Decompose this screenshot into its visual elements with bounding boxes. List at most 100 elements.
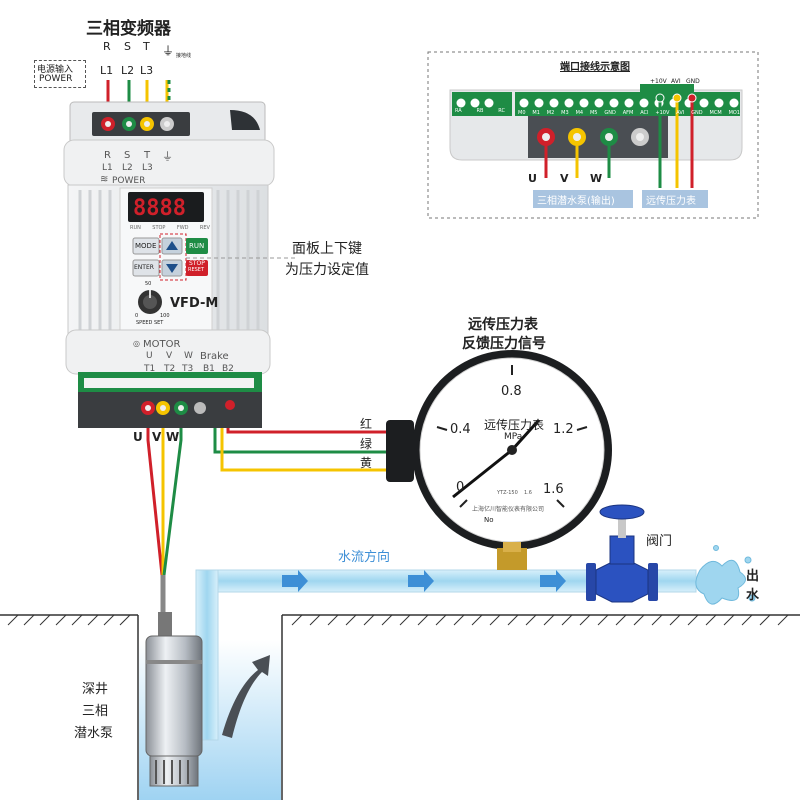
outlet-label-2: 水 (746, 588, 760, 603)
wire-label-red: 红 (360, 417, 373, 431)
ground-icon: ⏚ (162, 44, 175, 58)
motor-term-w: W (184, 351, 193, 361)
svg-text:8888: 8888 (133, 196, 186, 221)
inset-out-w: W (590, 172, 603, 185)
led-tag-rev: REV (199, 225, 210, 231)
vfd-keypad (132, 233, 208, 314)
gauge-maker: 上海亿川智能仪表有限公司 (472, 506, 545, 513)
input-terminal-s: S (124, 40, 131, 53)
inset-mid-terms: M0 M1 M2 M3 M4 M5 GND AFM ACI +10V AVI G… (518, 110, 740, 116)
ground-label: 接地线 (176, 53, 192, 59)
power-input-label: 电源输入 (37, 65, 74, 75)
vfd-terminal-r: R (104, 150, 111, 161)
led-tag-fwd: FWD (176, 225, 189, 231)
vfd-terminal-l2: L2 (122, 163, 133, 173)
up-arrow-icon (222, 655, 270, 738)
inset-term-10v: +10V (655, 110, 670, 116)
inset-pump-tag: 三相潜水泵(输出) (537, 196, 615, 207)
inset-term-m3: M3 (561, 110, 569, 116)
vfd-terminal-l3: L3 (142, 163, 153, 173)
reset-key: RESET (188, 267, 205, 273)
valve (586, 504, 658, 603)
gauge-tick-04: 0.4 (450, 422, 471, 437)
ground (0, 614, 800, 626)
power-input-sublabel: POWER (39, 74, 73, 84)
motor-term-t2: T2 (164, 364, 176, 374)
run-key: RUN (189, 242, 205, 250)
inset-term-mcm: MCM (709, 110, 722, 116)
vfd-power-label: POWER (112, 176, 146, 186)
pump-label-1: 深井 (82, 682, 109, 697)
stop-key: STOP (189, 260, 205, 267)
knob-top-label: 50 (145, 281, 152, 287)
vfd-power-icon: ≋ (100, 174, 109, 185)
wire-label-yellow: 黄 (360, 456, 373, 470)
wire-label-green: 绿 (360, 437, 373, 451)
inset-term-afm: AFM (622, 110, 634, 116)
inset-term-rc: RC (498, 108, 505, 114)
gauge-tick-16: 1.6 (543, 482, 564, 497)
gauge-unit: MPa (504, 432, 523, 442)
inset-term-gnd: GND (604, 110, 616, 116)
inset-out-v: V (560, 172, 569, 185)
gauge-note-line1: 远传压力表 (468, 317, 538, 333)
pump-label-3: 潜水泵 (74, 726, 114, 741)
input-terminal-l1: L1 (100, 64, 114, 77)
motor-icon: ◎ (133, 339, 140, 348)
inset-term-ra: RA (455, 108, 462, 114)
output-label-u: U (133, 430, 143, 444)
vfd-model: VFD-M (170, 296, 219, 311)
pump-label-2: 三相 (82, 704, 109, 719)
vfd-terminal-l1: L1 (102, 163, 113, 173)
vfd-ground-icon: ⏚ (162, 150, 173, 163)
gauge-tick-0: 0 (456, 480, 465, 495)
gauge-tick-08: 0.8 (501, 384, 522, 399)
input-terminal-t: T (143, 40, 150, 53)
inset-term-m1: M1 (532, 110, 540, 116)
motor-term-t1: T1 (144, 364, 156, 374)
panel-note-line2: 为压力设定值 (285, 262, 369, 278)
output-label-w: W (166, 430, 180, 444)
submersible-pump (145, 612, 203, 787)
inset-gauge-tag: 远传压力表 (646, 196, 696, 207)
mode-key: MODE (135, 242, 157, 250)
inset-term-aci: ACI (640, 110, 649, 116)
flow-label: 水流方向 (338, 550, 391, 565)
brake-label: Brake (200, 351, 229, 362)
panel-note-line1: 面板上下键 (292, 241, 362, 257)
brake-term-b1: B1 (203, 364, 215, 374)
output-label-v: V (152, 430, 162, 444)
motor-term-t3: T3 (182, 364, 194, 374)
pressure-gauge (386, 350, 612, 570)
knob-label: SPEED SET (136, 320, 164, 326)
input-terminal-l3: L3 (140, 64, 154, 77)
inset-term-mo1: MO1 (728, 110, 740, 116)
inset-top-10v: +10V (650, 78, 667, 85)
vfd-body: 8888 (63, 101, 275, 428)
inset-term-m5: M5 (589, 110, 598, 116)
input-terminal-l2: L2 (121, 64, 135, 77)
motor-term-v: V (166, 351, 173, 361)
brake-term-b2: B2 (222, 364, 234, 374)
inset-top-gnd: GND (686, 78, 700, 85)
vfd-terminal-s: S (124, 150, 131, 161)
power-input-box: 电源输入 POWER (34, 60, 86, 88)
led-tag-run: RUN (130, 225, 141, 231)
valve-label: 阀门 (646, 534, 673, 549)
inset-title: 端口接线示意图 (560, 62, 630, 73)
inset-term-m0: M0 (518, 110, 526, 116)
inset-top-avi: AVI (671, 78, 681, 85)
vfd-terminal-t: T (144, 150, 151, 161)
inset-out-u: U (528, 172, 537, 185)
page-title: 三相变频器 (86, 19, 171, 39)
water-splash (695, 545, 756, 605)
input-terminal-r: R (103, 40, 111, 53)
flow-arrows (282, 570, 566, 592)
gauge-serial-prefix: No (484, 516, 494, 524)
knob-right-label: 100 (160, 313, 170, 319)
led-tag-stop: STOP (152, 225, 166, 231)
gauge-tick-12: 1.2 (553, 422, 574, 437)
motor-label: MOTOR (143, 339, 181, 350)
inset-term-m2: M2 (546, 110, 555, 116)
